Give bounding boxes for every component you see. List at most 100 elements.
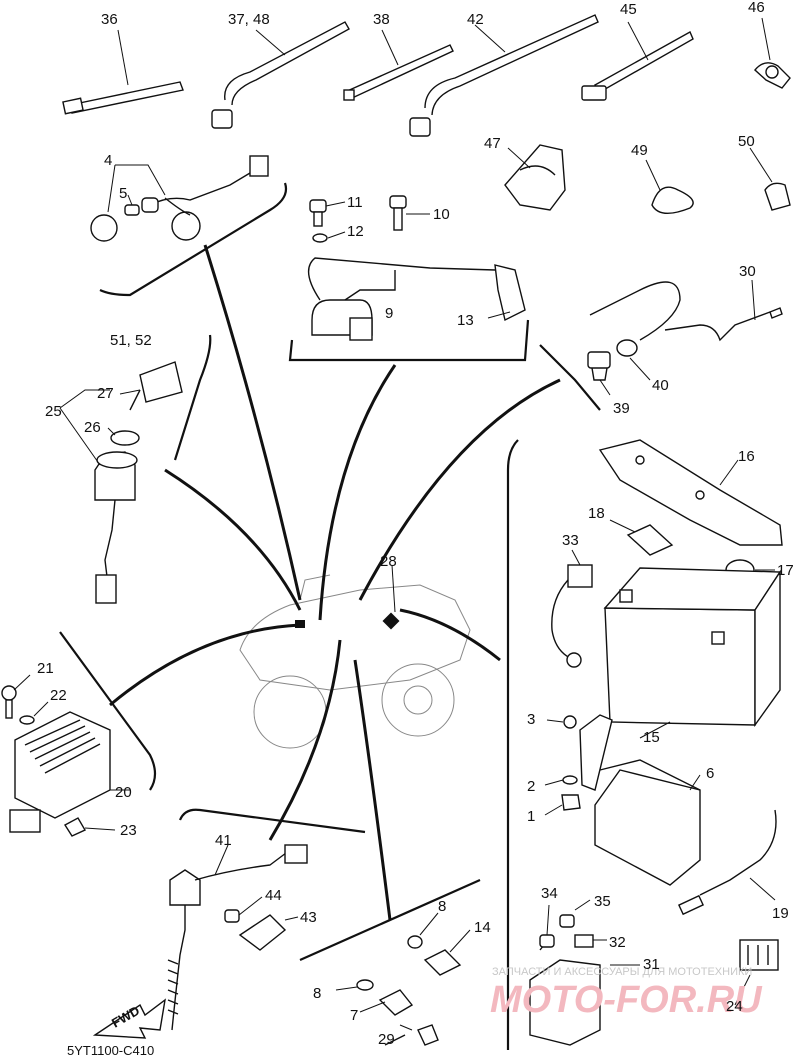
callout-28: 28 [380,553,397,570]
callout-5: 5 [119,185,127,202]
callout-6: 6 [706,765,714,782]
diagram-code: 5YT1100-C410 [67,1043,154,1058]
fuse-box-24 [734,939,779,1006]
callout-39: 39 [613,400,630,417]
bolt-11 [309,199,346,227]
callout-11: 11 [347,194,363,211]
callout-30: 30 [739,263,756,280]
callout-37-48: 37, 48 [228,11,270,28]
sensor-40 [589,281,681,381]
callout-7: 7 [350,1007,358,1024]
bracket-3 [546,714,613,791]
callout-35: 35 [594,893,611,910]
callout-18: 18 [588,505,605,522]
callout-10: 10 [433,206,450,223]
callout-47: 47 [484,135,501,152]
watermark-brand: MOTO-FOR.RU [490,979,763,1021]
main-switch-25 [59,389,138,604]
callout-38: 38 [373,11,390,28]
key-27 [119,361,183,411]
watermark-tagline: ЗАПЧАСТИ И АКСЕССУАРЫ ДЛЯ МОТОТЕХНИКИ [492,966,752,978]
callout-49: 49 [631,142,648,159]
callout-labels: 36 37, 48 38 42 45 46 47 49 50 4 5 11 10… [37,0,794,1048]
battery-lead-33 [551,549,593,668]
callout-17: 17 [777,562,794,579]
callout-24: 24 [726,998,743,1015]
rectifier-regulator-20 [9,711,130,833]
thermo-unit-7 [359,989,414,1016]
battery-holder-18 [609,519,674,556]
callout-20: 20 [115,784,132,801]
cover-43 [238,914,299,951]
connector-5 [124,194,140,216]
sensor-39 [587,351,611,396]
bolt-21 [1,674,31,719]
spark-plug-cap-13 [487,264,526,322]
harness-routing-lines [109,244,561,921]
cable-tie-42 [409,14,599,137]
callout-43: 43 [300,909,317,926]
callout-8-top: 8 [438,898,446,915]
callout-2: 2 [527,778,535,795]
nut-1 [544,794,581,816]
callout-25: 25 [45,403,62,420]
battery-15 [603,567,782,739]
callout-22: 22 [50,687,67,704]
callout-27: 27 [97,385,114,402]
bolt-10 [389,195,430,231]
callout-50: 50 [738,133,755,150]
fwd-arrow-icon: FWD [92,998,166,1039]
bolt-35 [559,899,591,928]
clip-23 [64,817,116,837]
atv-outline [239,564,471,749]
callout-44: 44 [265,887,282,904]
washer-8 [335,912,439,991]
washer-22 [19,701,49,725]
ignition-coil-9 [307,257,496,341]
bolt-44 [224,896,263,923]
wire-lead-4 [90,155,269,242]
washer-2 [544,775,578,786]
callout-29: 29 [378,1031,395,1048]
clamp-50 [749,147,791,211]
callout-9: 9 [385,305,393,322]
band-49 [645,159,694,214]
callout-33: 33 [562,532,579,549]
callout-19: 19 [772,905,789,922]
callout-3: 3 [527,711,535,728]
callout-42: 42 [467,11,484,28]
callout-46: 46 [748,0,765,16]
callout-31: 31 [643,956,660,973]
wire-lead-30 [664,279,783,342]
washer-12 [312,231,346,243]
neutral-switch-41 [167,844,308,1031]
callout-14: 14 [474,919,491,936]
callout-32: 32 [609,934,626,951]
cable-tie-45 [581,21,694,101]
holder-47 [504,144,566,211]
callout-45: 45 [620,1,637,18]
callout-36: 36 [101,11,118,28]
callout-23: 23 [120,822,137,839]
bolt-34 [539,904,555,948]
callout-51-52: 51, 52 [110,332,152,349]
cdi-unit-6 [594,759,701,886]
cable-tie-36 [62,29,184,115]
sender-14 [407,929,471,976]
callout-16: 16 [738,448,755,465]
battery-bracket-16 [598,439,783,546]
minus-lead-19 [677,809,777,916]
callout-15: 15 [643,729,660,746]
callout-26: 26 [84,419,101,436]
cable-tie-37-48 [211,21,350,129]
cable-tie-38 [343,29,454,101]
callout-8-bottom: 8 [313,985,321,1002]
callout-40: 40 [652,377,669,394]
callout-41: 41 [215,832,232,849]
watermark: ЗАПЧАСТИ И АКСЕССУАРЫ ДЛЯ МОТОТЕХНИКИ MO… [490,966,763,1021]
callout-12: 12 [347,223,364,240]
fuse-32 [574,934,607,948]
connector-29 [384,1024,439,1046]
callout-4: 4 [104,152,112,169]
